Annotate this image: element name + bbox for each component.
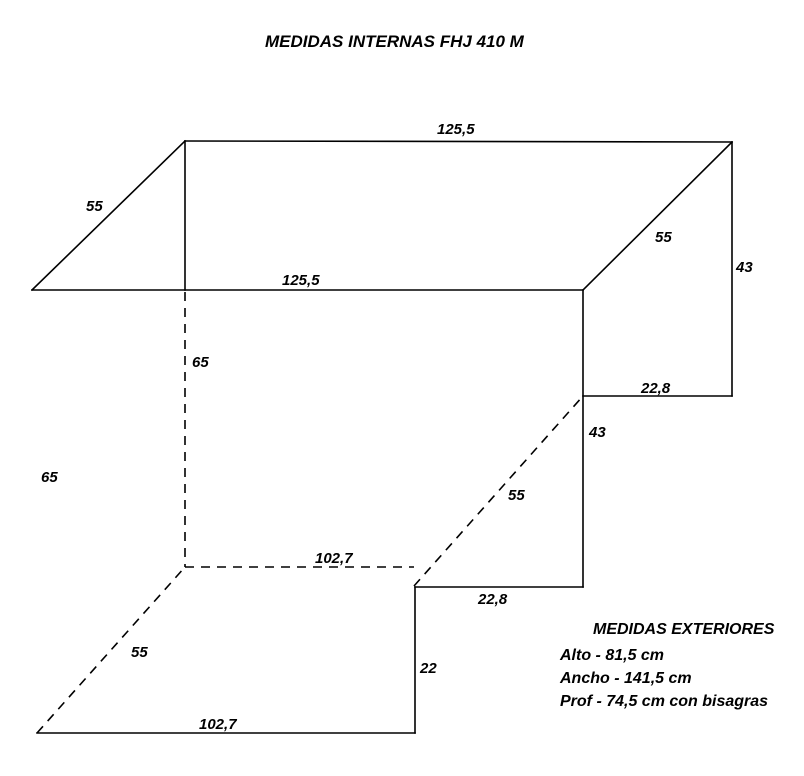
exterior-measurements-note: MEDIDAS EXTERIORES Alto - 81,5 cm Ancho …: [559, 621, 775, 710]
dimension-label-bottom-width: 102,7: [199, 716, 237, 733]
dimension-label-top-width: 125,5: [437, 121, 475, 138]
hidden-edge-lower-right-diagonal: [413, 395, 584, 587]
dimension-label-right-shelf-width: 22,8: [640, 380, 671, 397]
solid-edge-group: [30, 139, 734, 734]
dimension-label-right-height: 43: [735, 259, 753, 276]
dimension-label-bottom-right-height: 22: [419, 660, 437, 677]
dimension-label-bottom-left-depth: 55: [131, 644, 148, 661]
dimension-label-lower-shelf-width: 22,8: [477, 591, 508, 608]
page-title: MEDIDAS INTERNAS FHJ 410 M: [265, 32, 525, 51]
dimension-label-top-left-depth: 55: [86, 198, 103, 215]
hidden-edge-group: [36, 292, 584, 734]
notes-heading: MEDIDAS EXTERIORES: [593, 621, 775, 638]
dimension-label-top-right-depth: 55: [655, 229, 672, 246]
dimension-label-lower-right-depth: 55: [508, 487, 525, 504]
edge-top-horizontal: [184, 140, 733, 143]
dimension-label-mid-shelf-width: 102,7: [315, 550, 353, 567]
dimension-label-lower-right-height: 43: [588, 424, 606, 441]
notes-line-alto: Alto - 81,5 cm: [559, 647, 664, 664]
dimension-label-mid-width: 125,5: [282, 272, 320, 289]
dimension-label-left-inner-height: 65: [192, 354, 209, 371]
edge-top-right-diagonal: [581, 140, 734, 292]
edge-top-left-diagonal: [30, 139, 187, 292]
hidden-edge-bottom-left-diagonal: [36, 566, 186, 734]
notes-line-ancho: Ancho - 141,5 cm: [559, 670, 692, 687]
notes-line-prof: Prof - 74,5 cm con bisagras: [560, 693, 768, 710]
dimension-label-left-outer-height: 65: [41, 469, 58, 486]
